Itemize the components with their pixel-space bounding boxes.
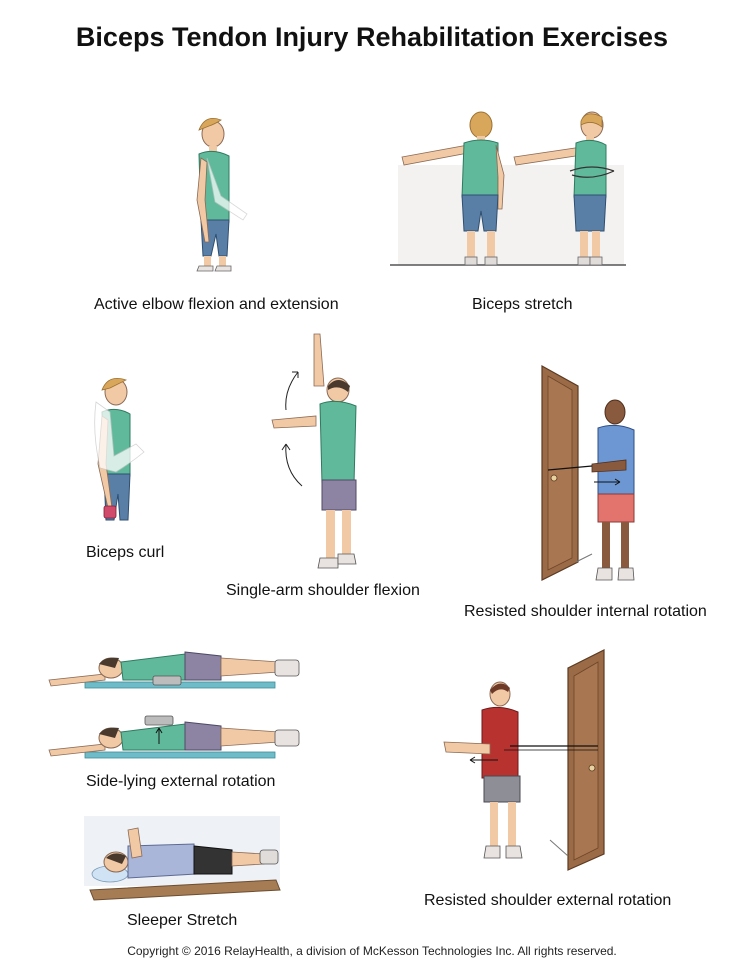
- caption-internal-rotation: Resisted shoulder internal rotation: [464, 603, 707, 620]
- caption-elbow-flexion: Active elbow flexion and extension: [94, 296, 339, 313]
- caption-biceps-stretch: Biceps stretch: [472, 296, 573, 313]
- caption-sleeper-stretch: Sleeper Stretch: [127, 912, 238, 929]
- caption-side-lying-rotation: Side-lying external rotation: [86, 773, 276, 790]
- biceps-curl-illustration: [94, 377, 145, 521]
- copyright-notice: Copyright © 2016 RelayHealth, a division…: [127, 944, 617, 958]
- sleeper-stretch-illustration: [84, 816, 281, 901]
- caption-shoulder-flexion: Single-arm shoulder flexion: [226, 582, 420, 599]
- biceps-stretch-illustration: [390, 111, 626, 266]
- elbow-flexion-illustration: [196, 117, 248, 272]
- external-rotation-illustration: [443, 649, 605, 871]
- caption-external-rotation: Resisted shoulder external rotation: [424, 892, 672, 909]
- caption-biceps-curl: Biceps curl: [86, 544, 165, 561]
- side-lying-rotation-illustration: [48, 651, 300, 759]
- page-title: Biceps Tendon Injury Rehabilitation Exer…: [75, 22, 669, 52]
- shoulder-flexion-illustration: [271, 333, 357, 569]
- internal-rotation-illustration: [541, 364, 635, 581]
